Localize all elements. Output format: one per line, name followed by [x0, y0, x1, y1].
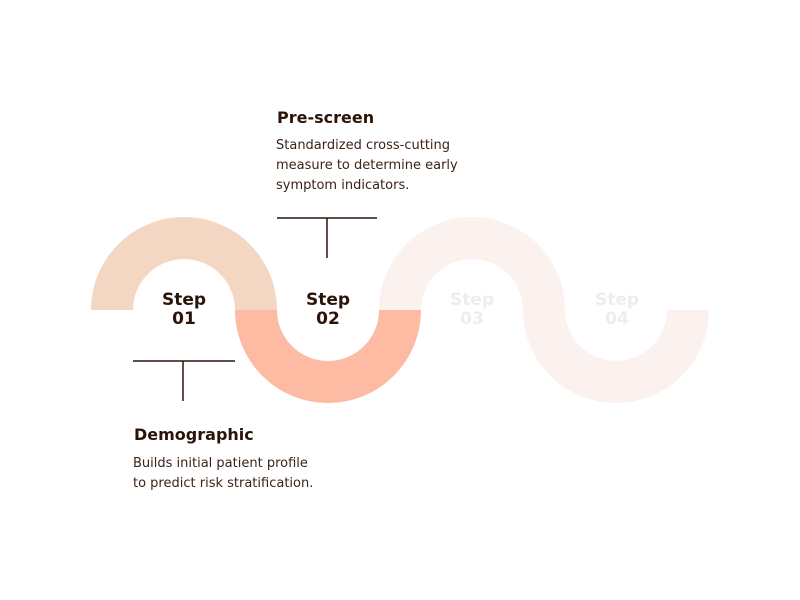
demographic-description: Builds initial patient profile to predic… — [133, 454, 313, 494]
prescreen-line-3: symptom indicators. — [276, 178, 410, 193]
demographic-connector — [133, 360, 235, 401]
step-02-label: Step 02 — [283, 291, 373, 329]
prescreen-line-1: Standardized cross-cutting — [276, 138, 451, 153]
prescreen-line-2: measure to determine early — [276, 158, 458, 173]
step-02-arc — [235, 310, 421, 403]
demographic-line-1: Builds initial patient profile — [133, 456, 308, 471]
demographic-line-2: to predict risk stratification. — [133, 476, 314, 491]
prescreen-title: Pre-screen — [277, 108, 375, 127]
step-02-word: Step — [305, 290, 351, 310]
prescreen-connector — [277, 217, 377, 258]
step-01-label: Step 01 — [139, 291, 229, 329]
step-01-number: 01 — [172, 309, 196, 329]
step-04-arc — [523, 310, 709, 403]
step-03-word: Step — [449, 290, 495, 310]
step-03-label: Step 03 — [427, 291, 517, 329]
step-04-label: Step 04 — [572, 291, 662, 329]
step-02-number: 02 — [316, 309, 340, 329]
step-04-number: 04 — [605, 309, 629, 329]
demographic-title: Demographic — [134, 425, 254, 444]
step-03-arc — [379, 217, 565, 310]
step-04-word: Step — [594, 290, 640, 310]
step-01-word: Step — [161, 290, 207, 310]
step-01-arc — [91, 217, 277, 310]
step-03-number: 03 — [460, 309, 484, 329]
prescreen-description: Standardized cross-cutting measure to de… — [276, 136, 458, 196]
